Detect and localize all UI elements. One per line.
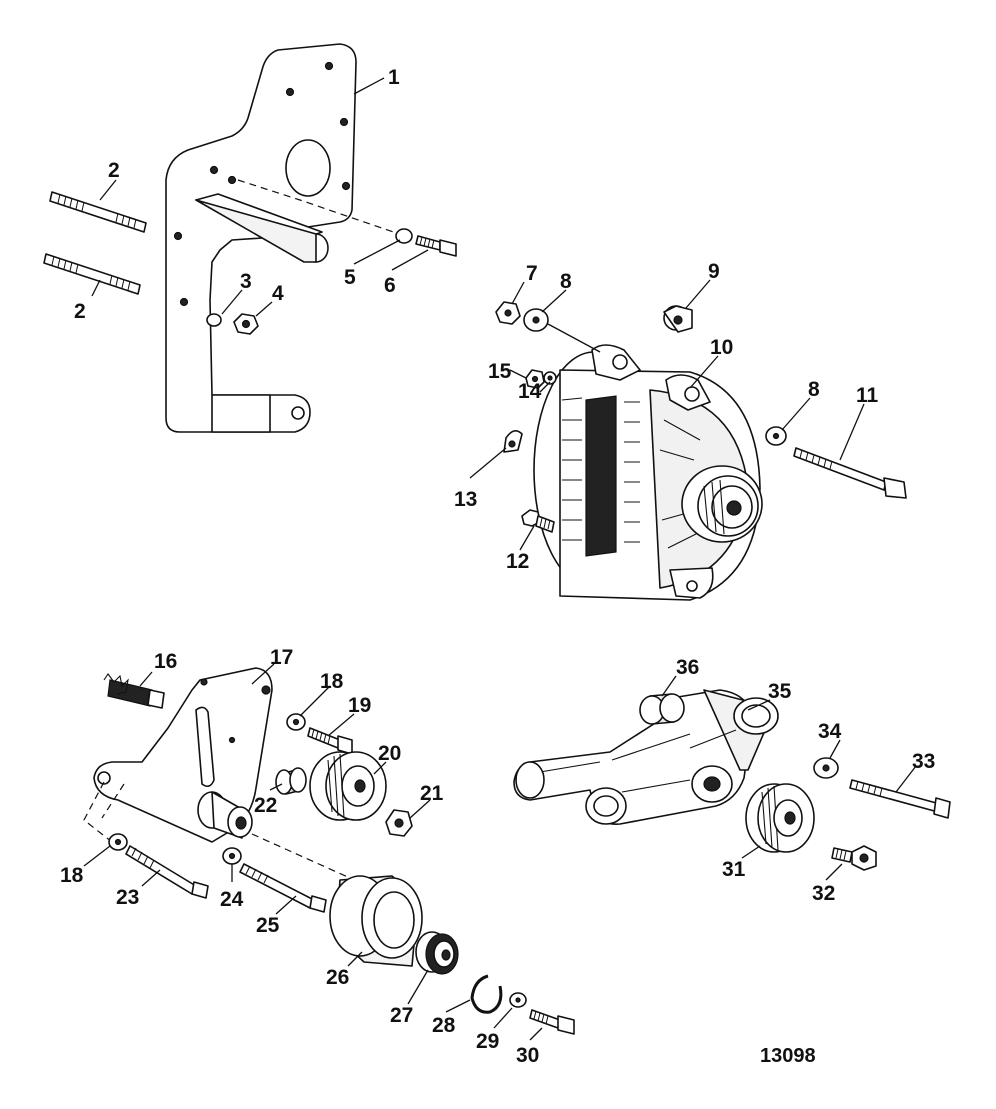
part-bolt-19	[307, 727, 353, 755]
callout-21: 21	[420, 782, 444, 805]
callout-8b: 8	[808, 378, 820, 401]
part-bolt-32	[831, 845, 877, 871]
callout-20: 20	[378, 742, 401, 765]
callout-14: 14	[518, 380, 542, 403]
callout-13: 13	[454, 488, 477, 511]
part-snap-ring-28	[470, 974, 503, 1014]
callout-31: 31	[722, 858, 746, 881]
callout-16: 16	[154, 650, 177, 673]
callout-30: 30	[516, 1044, 539, 1067]
part-bolt-30	[529, 1009, 575, 1035]
part-washer-3	[206, 313, 222, 327]
part-idler-roller-26	[329, 875, 423, 967]
leader-lines	[83, 77, 917, 1041]
callout-17: 17	[270, 646, 293, 669]
callout-6: 6	[384, 274, 396, 297]
callout-22: 22	[254, 794, 277, 817]
callout-36: 36	[676, 656, 699, 679]
callout-5: 5	[344, 266, 356, 289]
part-nut-21	[385, 809, 413, 837]
part-bolt-23	[125, 845, 209, 899]
part-nut-4	[233, 313, 259, 335]
callout-28: 28	[432, 1014, 456, 1037]
part-bushing-36	[639, 693, 685, 725]
callout-18a: 18	[320, 670, 344, 693]
part-bushing-9	[663, 305, 693, 333]
callout-8a: 8	[560, 270, 572, 293]
callout-labels: 1 2 2 3 4 5 6 7 8 9 10 15 14 8 11 13 12 …	[60, 66, 935, 1067]
callout-34: 34	[818, 720, 842, 743]
drawing-reference-number: 13098	[760, 1045, 816, 1067]
callout-9: 9	[708, 260, 720, 283]
callout-18b: 18	[60, 864, 84, 887]
callout-32: 32	[812, 882, 835, 905]
part-stud-lower	[43, 253, 141, 295]
callout-35: 35	[768, 680, 792, 703]
part-alternator	[533, 344, 763, 601]
part-cap-16	[103, 673, 165, 709]
callout-11: 11	[856, 384, 879, 407]
part-terminal-13	[503, 430, 523, 453]
part-mounting-bracket	[165, 43, 406, 433]
callout-25: 25	[256, 914, 280, 937]
part-pulley-31	[745, 783, 815, 853]
callout-1: 1	[388, 66, 400, 89]
part-bushing-22	[275, 767, 307, 795]
part-bolt-11	[793, 447, 907, 499]
part-bearing-27	[415, 931, 459, 975]
callout-33: 33	[912, 750, 935, 773]
part-nut-15	[525, 369, 545, 389]
callout-4: 4	[272, 282, 284, 305]
callout-2a: 2	[108, 159, 120, 182]
callout-24: 24	[220, 888, 244, 911]
callout-19: 19	[348, 694, 371, 717]
part-idler-bracket	[93, 667, 273, 843]
callout-15: 15	[488, 360, 512, 383]
part-bolt-12	[521, 509, 555, 533]
part-bolt-33	[849, 779, 951, 819]
callout-7: 7	[526, 262, 538, 285]
callout-12: 12	[506, 550, 529, 573]
part-bolt-6	[415, 235, 457, 257]
part-nut-7	[495, 301, 521, 325]
part-washer-5	[395, 228, 413, 244]
callout-27: 27	[390, 1004, 413, 1027]
callout-2b: 2	[74, 300, 86, 323]
part-tensioner-arm	[513, 689, 779, 825]
callout-26: 26	[326, 966, 349, 989]
part-stud-upper	[49, 191, 147, 233]
part-pulley-20	[309, 751, 387, 821]
callout-23: 23	[116, 886, 139, 909]
callout-29: 29	[476, 1030, 499, 1053]
callout-10: 10	[710, 336, 733, 359]
callout-3: 3	[240, 270, 252, 293]
part-bolt-25	[239, 863, 327, 913]
